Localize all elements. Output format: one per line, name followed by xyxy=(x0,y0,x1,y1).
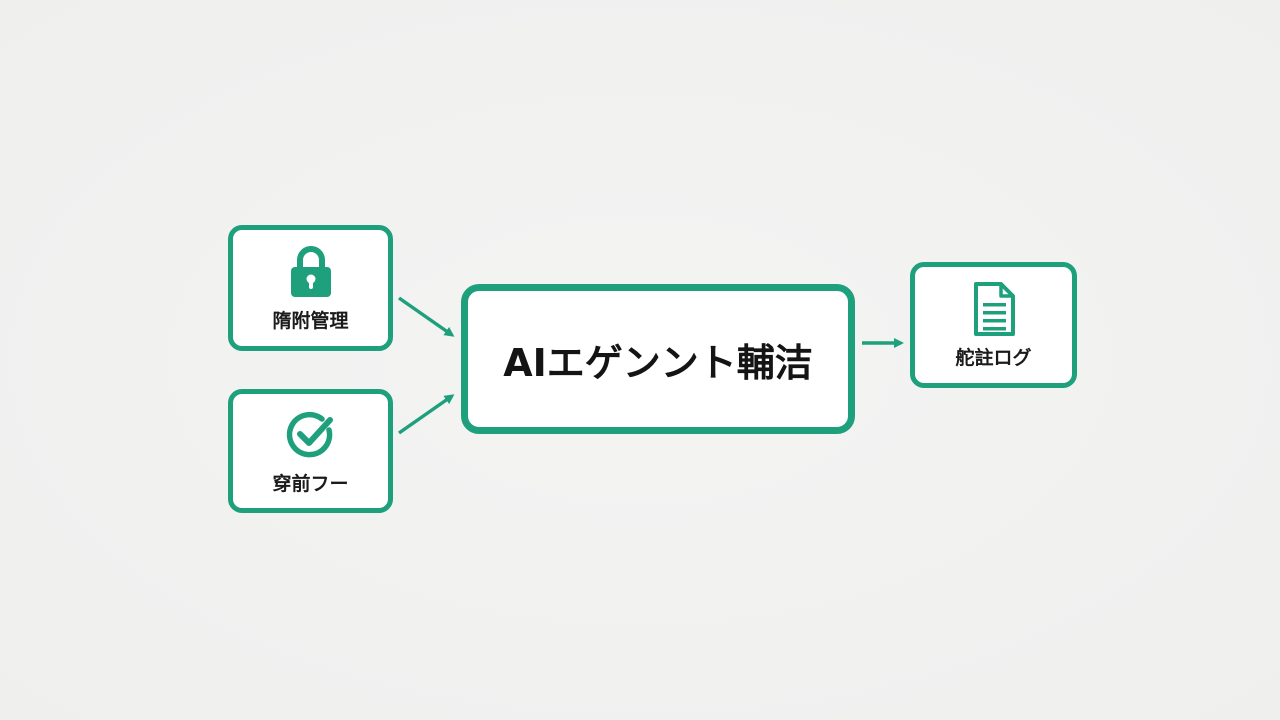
node-ai-agent-core[interactable]: AIエゲンント輔洁 xyxy=(461,284,855,434)
lock-icon xyxy=(283,244,339,300)
node-security-label: 隋附管理 xyxy=(272,309,349,332)
node-core-label: AIエゲンント輔洁 xyxy=(503,340,813,385)
node-preflight-label: 穿前フー xyxy=(272,472,349,495)
arrow-security-to-core xyxy=(397,296,455,337)
check-circle-icon xyxy=(283,407,339,463)
node-security-management[interactable]: 隋附管理 xyxy=(228,225,393,351)
node-audit-log[interactable]: 舵註ログ xyxy=(910,262,1077,388)
node-log-label: 舵註ログ xyxy=(955,346,1032,369)
arrow-preflight-to-core xyxy=(397,394,455,435)
node-preflight-check[interactable]: 穿前フー xyxy=(228,389,393,513)
document-icon xyxy=(966,281,1022,337)
